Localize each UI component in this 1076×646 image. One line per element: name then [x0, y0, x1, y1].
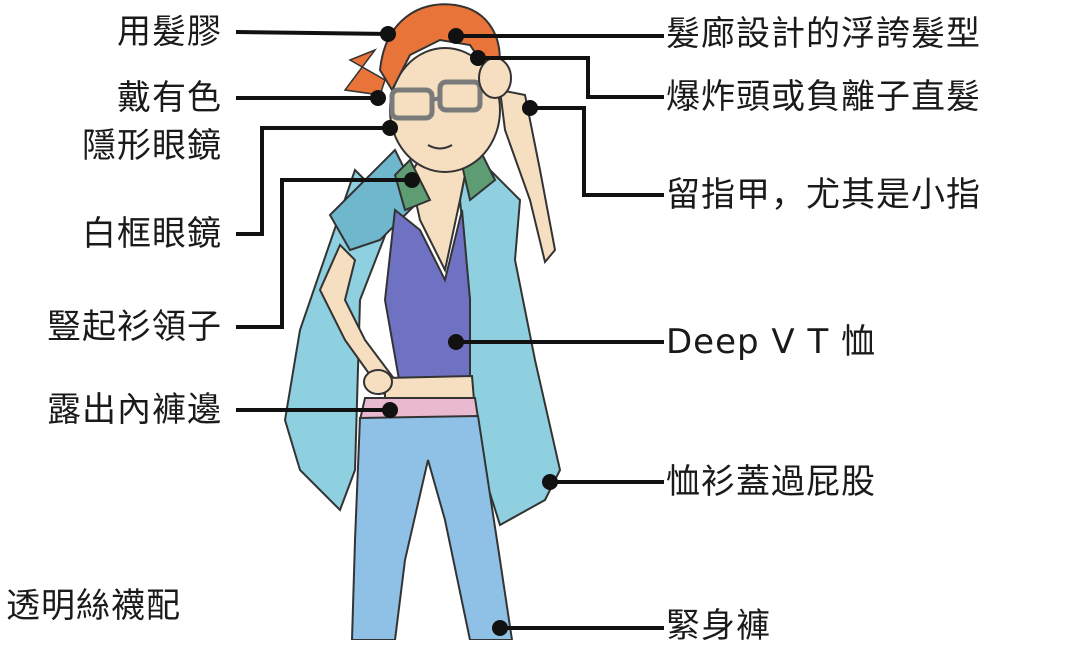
label-tight-pants: 緊身褲: [666, 606, 771, 646]
dot-tight-pants: [492, 620, 508, 636]
label-underwear: 露出內褲邊: [47, 390, 222, 430]
label-salon-hair: 髮廊設計的浮誇髮型: [666, 14, 981, 54]
label-colored-lens-line1: 戴有色: [117, 78, 222, 118]
leader-collar: [236, 178, 412, 329]
glasses-right-lens: [437, 79, 483, 113]
dot-white-glasses: [382, 120, 398, 136]
dot-nails: [522, 100, 538, 116]
leader-dots: [370, 26, 558, 636]
label-collar: 豎起衫領子: [47, 307, 222, 347]
dot-salon-hair: [448, 28, 464, 44]
label-white-glasses: 白框眼鏡: [82, 214, 222, 254]
dot-perm-hair: [470, 50, 486, 66]
leader-nails: [530, 106, 664, 197]
label-hair-gel: 用髮膠: [117, 12, 222, 52]
label-perm-hair: 爆炸頭或負離子直髮: [666, 77, 981, 117]
hair-strands: [343, 48, 386, 96]
tight-jeans: [350, 414, 514, 640]
dot-long-shirt: [542, 474, 558, 490]
mouth: [427, 144, 453, 150]
right-hand: [478, 57, 512, 99]
leader-white-glasses: [236, 126, 390, 236]
dot-colored-lens: [370, 90, 386, 106]
leader-hair-gel: [235, 30, 389, 36]
label-deep-v: Deep V T 恤: [666, 322, 877, 362]
label-nails: 留指甲，尤其是小指: [666, 175, 981, 215]
label-stockings-line1: 透明絲襪配: [6, 586, 181, 626]
left-hand: [363, 369, 393, 395]
dot-underwear: [382, 402, 398, 418]
glasses-left-lens: [389, 87, 435, 121]
dot-deep-v: [448, 334, 464, 350]
leader-perm-hair: [478, 56, 664, 99]
shirt-left-flap: [283, 168, 397, 512]
dot-collar: [404, 172, 420, 188]
label-colored-lens-line2: 隱形眼鏡: [82, 126, 222, 166]
leader-lines: [235, 30, 664, 630]
dot-hair-gel: [380, 26, 396, 42]
glasses-bridge: [431, 96, 441, 102]
label-long-shirt: 恤衫蓋過屁股: [666, 462, 876, 502]
